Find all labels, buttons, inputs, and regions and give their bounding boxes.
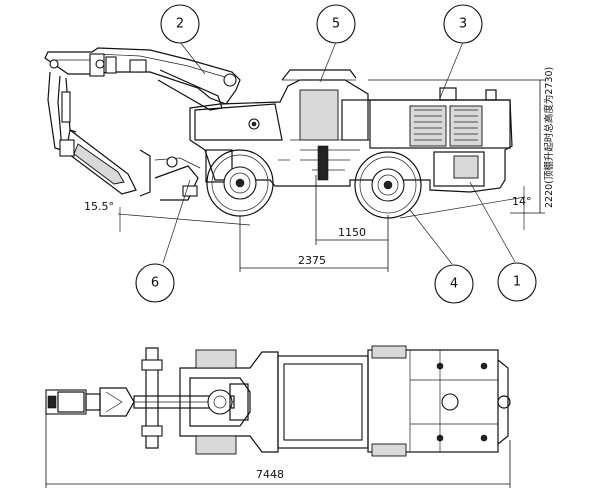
- callout-6: 6: [135, 263, 175, 303]
- top-view: 7448: [45, 345, 511, 488]
- rear-angle-label: 14°: [512, 195, 532, 208]
- callout-4: 4: [434, 264, 474, 304]
- rear-wheel: [354, 151, 422, 219]
- callout-1: 1: [497, 262, 537, 302]
- dimension-7448: 7448: [256, 468, 284, 481]
- svg-text:2: 2: [176, 17, 184, 32]
- callout-2: 2: [160, 4, 200, 44]
- boom-arm: [44, 47, 241, 201]
- height-dimension-label: 2220(顶棚升起时总高度为2730): [543, 67, 555, 208]
- front-angle-label: 15.5°: [84, 200, 114, 213]
- dimension-2375: 2375: [298, 254, 326, 267]
- callout-5: 5: [316, 4, 356, 44]
- side-view: 2220(顶棚升起时总高度为2730) 15.5° 14° 1150 2375: [44, 47, 555, 272]
- callout-leaders: [162, 41, 516, 265]
- callout-3: 3: [443, 4, 483, 44]
- svg-text:4: 4: [450, 277, 458, 292]
- dimension-1150: 1150: [338, 226, 366, 239]
- svg-text:3: 3: [459, 17, 467, 32]
- front-wheel: [206, 149, 274, 217]
- machine-body: [189, 69, 513, 193]
- svg-text:6: 6: [151, 276, 159, 291]
- engine-grille: [414, 109, 478, 141]
- svg-text:5: 5: [332, 17, 340, 32]
- svg-text:1: 1: [513, 275, 521, 290]
